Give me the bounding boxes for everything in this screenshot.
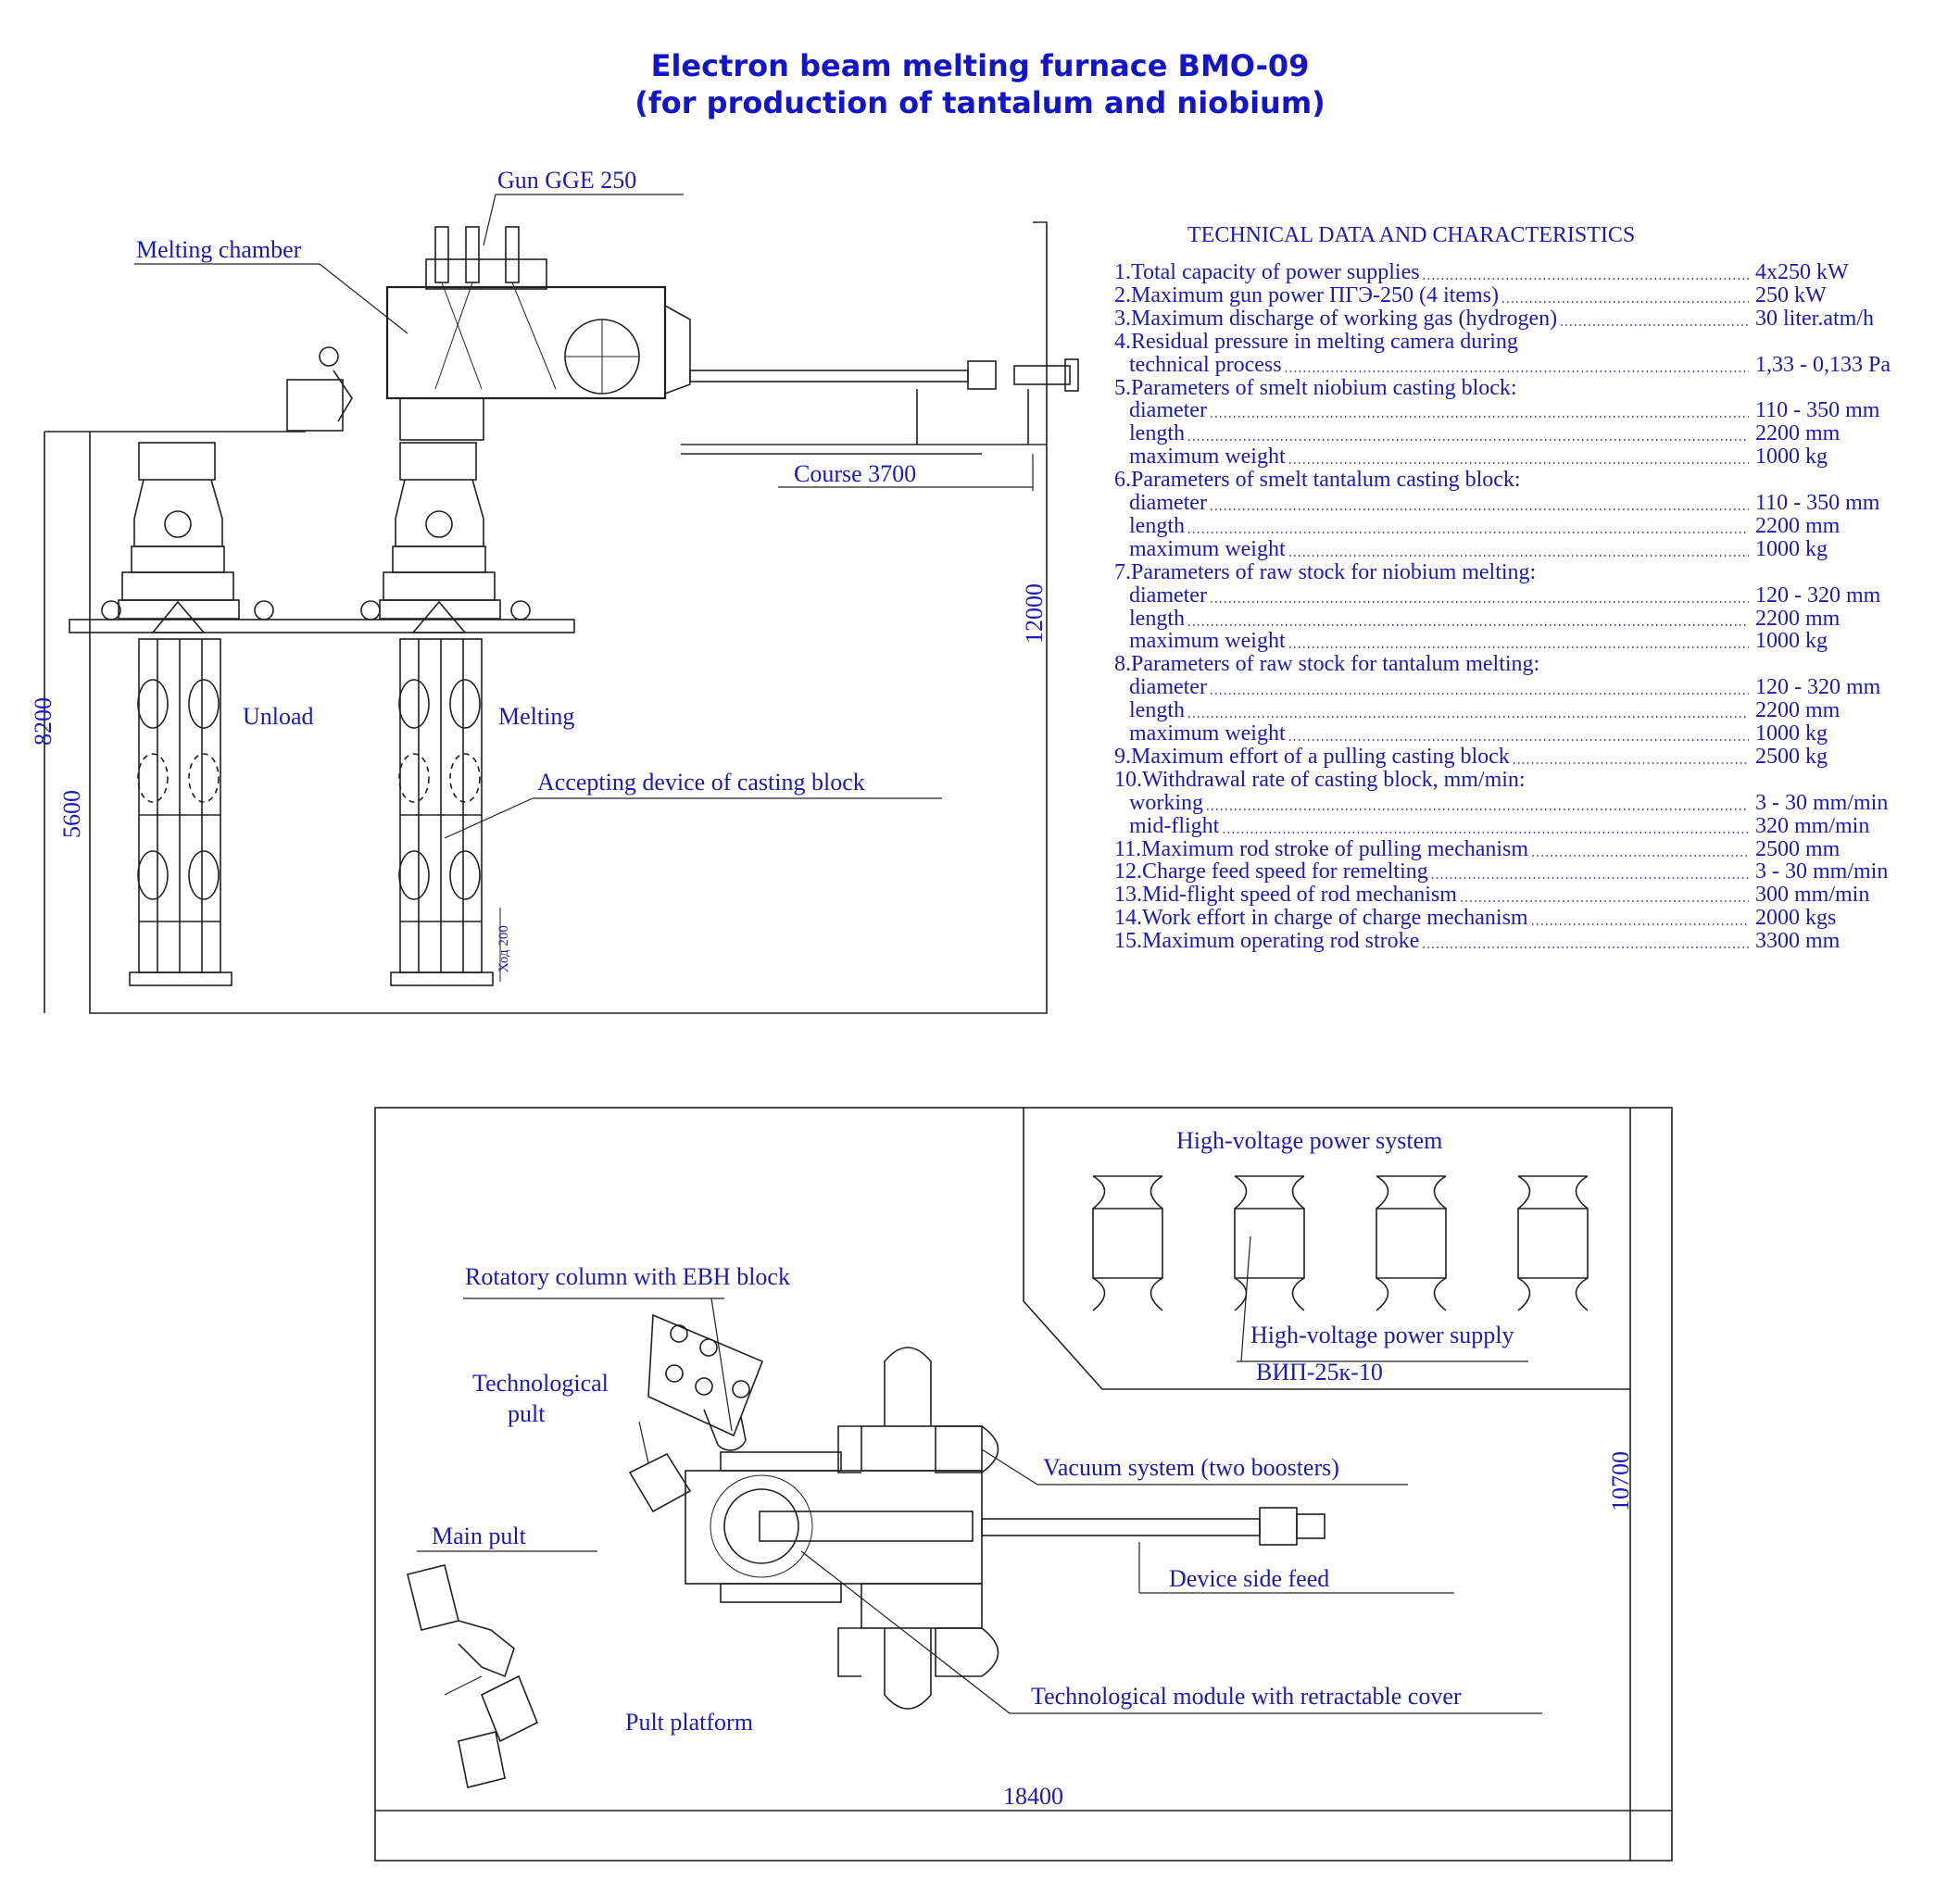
label-hv-supply: High-voltage power supply — [1250, 1322, 1514, 1348]
spec-label: 9.Maximum effort of a pulling casting bl… — [1114, 745, 1510, 769]
spec-value: 1000 kg — [1755, 537, 1828, 561]
spec-label: technical process — [1129, 353, 1282, 377]
spec-label: 8.Parameters of raw stock for tantalum m… — [1114, 652, 1539, 676]
spec-value: 320 mm/min — [1755, 814, 1869, 838]
spec-label: 11.Maximum rod stroke of pulling mechani… — [1114, 837, 1528, 861]
dim-plan-depth: 10700 — [1607, 1451, 1634, 1511]
dim-plan-width: 18400 — [1003, 1783, 1063, 1810]
spec-label: maximum weight — [1129, 537, 1286, 561]
spec-table: TECHNICAL DATA AND CHARACTERISTICS 1.Tot… — [1114, 223, 1891, 953]
spec-value: 120 - 320 mm — [1755, 675, 1881, 699]
label-melting: Melting — [498, 703, 574, 730]
label-unload: Unload — [243, 703, 314, 730]
label-tech-pult-1: Technological — [472, 1370, 609, 1397]
label-tech-pult-2: pult — [508, 1400, 546, 1427]
dim-height-8200: 8200 — [30, 697, 57, 746]
elevation-view — [44, 194, 1079, 1014]
spec-label: mid-flight — [1129, 814, 1220, 838]
label-rotatory-column: Rotatory column with EBH block — [465, 1263, 790, 1290]
spec-value: 300 mm/min — [1755, 883, 1869, 907]
label-accepting-device: Accepting device of casting block — [537, 769, 865, 796]
spec-label: length — [1129, 698, 1185, 722]
label-gun: Gun GGE 250 — [497, 167, 636, 194]
spec-label: 1.Total capacity of power supplies — [1114, 260, 1420, 284]
spec-value: 110 - 350 mm — [1755, 398, 1880, 422]
dim-height-total: 12000 — [1021, 583, 1048, 644]
spec-label: diameter — [1129, 491, 1207, 515]
spec-value: 3 - 30 mm/min — [1755, 859, 1888, 884]
label-vacuum-system: Vacuum system (two boosters) — [1043, 1454, 1339, 1481]
spec-label: diameter — [1129, 675, 1207, 699]
spec-label: 4.Residual pressure in melting camera du… — [1114, 330, 1518, 354]
spec-label: maximum weight — [1129, 445, 1286, 469]
spec-label: 6.Parameters of smelt tantalum casting b… — [1114, 468, 1521, 492]
spec-label: 14.Work effort in charge of charge mecha… — [1114, 906, 1528, 930]
spec-value: 2000 kgs — [1755, 906, 1836, 930]
spec-label: 3.Maximum discharge of working gas (hydr… — [1114, 307, 1557, 331]
spec-value: 2200 mm — [1755, 607, 1841, 631]
spec-value: 3 - 30 mm/min — [1755, 791, 1888, 815]
spec-label: 15.Maximum operating rod stroke — [1114, 929, 1419, 953]
spec-value: 250 kW — [1755, 283, 1827, 307]
title-line-2: (for production of tantalum and niobium) — [634, 85, 1326, 120]
hv-supply-units — [1092, 1175, 1589, 1311]
label-hv-model: ВИП-25к-10 — [1256, 1359, 1383, 1385]
label-course: Course 3700 — [794, 460, 916, 487]
spec-value: 1000 kg — [1755, 445, 1828, 469]
title-line-1: Electron beam melting furnace BMO-09 — [650, 48, 1310, 83]
spec-label: length — [1129, 607, 1185, 631]
spec-label: length — [1129, 514, 1185, 538]
spec-value: 1000 kg — [1755, 629, 1828, 653]
spec-value: 2500 mm — [1755, 837, 1841, 861]
spec-label: 12.Charge feed speed for remelting — [1114, 859, 1428, 884]
spec-value: 3300 mm — [1755, 929, 1841, 953]
spec-label: working — [1129, 791, 1203, 815]
spec-label: 2.Maximum gun power ПГЭ-250 (4 items) — [1114, 283, 1499, 307]
spec-label: maximum weight — [1129, 629, 1286, 653]
spec-heading: TECHNICAL DATA AND CHARACTERISTICS — [1187, 223, 1635, 247]
spec-value: 2200 mm — [1755, 514, 1841, 538]
label-stroke: Ход 200 — [496, 925, 511, 972]
spec-value: 2500 kg — [1755, 745, 1828, 769]
spec-value: 1,33 - 0,133 Pa — [1755, 353, 1891, 377]
spec-label: 7.Parameters of raw stock for niobium me… — [1114, 560, 1536, 584]
spec-label: 13.Mid-flight speed of rod mechanism — [1114, 883, 1457, 907]
label-device-side-feed: Device side feed — [1169, 1565, 1329, 1592]
spec-value: 2200 mm — [1755, 698, 1841, 722]
spec-label: diameter — [1129, 583, 1207, 608]
label-pult-platform: Pult platform — [625, 1709, 753, 1736]
spec-value: 2200 mm — [1755, 421, 1841, 445]
spec-value: 4x250 kW — [1755, 260, 1849, 284]
label-hv-system: High-voltage power system — [1176, 1127, 1442, 1154]
spec-value: 1000 kg — [1755, 721, 1828, 746]
spec-value: 110 - 350 mm — [1755, 491, 1880, 515]
label-melting-chamber: Melting chamber — [136, 236, 302, 263]
spec-label: diameter — [1129, 398, 1207, 422]
label-main-pult: Main pult — [432, 1523, 527, 1549]
spec-label: 10.Withdrawal rate of casting block, mm/… — [1114, 768, 1526, 792]
plan-view — [374, 1107, 1673, 1862]
label-tech-module: Technological module with retractable co… — [1031, 1683, 1462, 1710]
spec-label: 5.Parameters of smelt niobium casting bl… — [1114, 376, 1517, 400]
spec-label: maximum weight — [1129, 721, 1286, 746]
dim-height-5600: 5600 — [58, 790, 85, 838]
spec-value: 120 - 320 mm — [1755, 583, 1881, 608]
spec-value: 30 liter.atm/h — [1755, 307, 1874, 331]
spec-label: length — [1129, 421, 1185, 445]
